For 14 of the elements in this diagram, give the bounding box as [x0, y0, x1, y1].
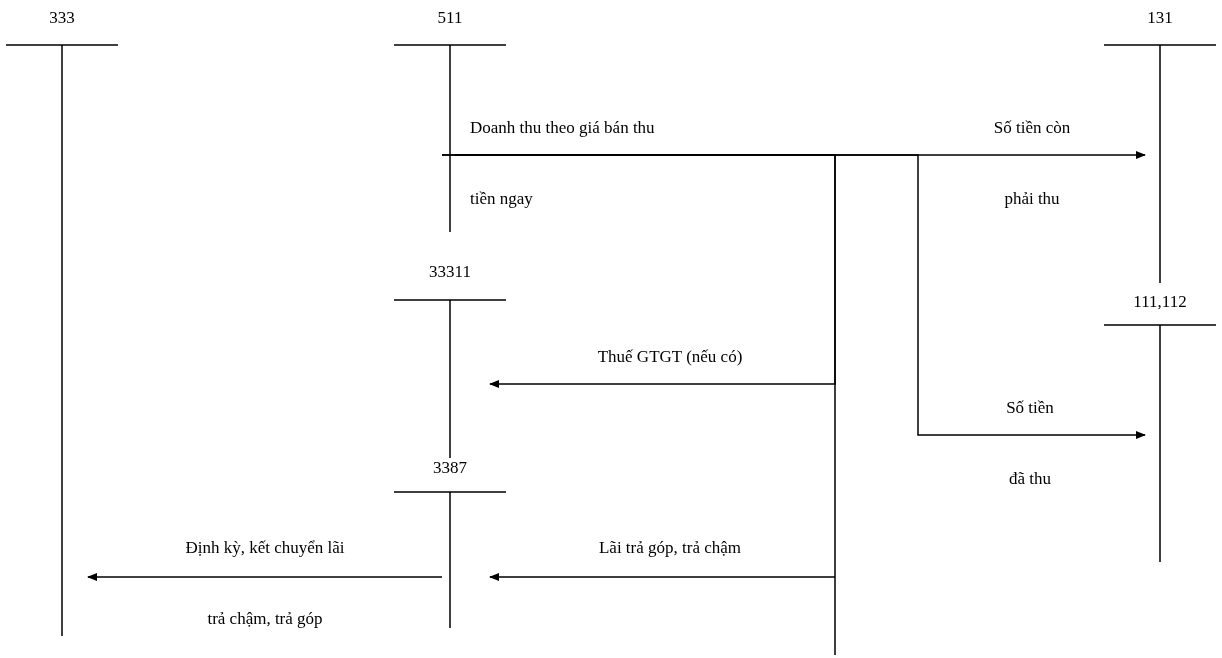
edge-label: Định kỳ, kết chuyển lãi trả chậm, trả góp: [184, 537, 346, 630]
edge-label: Lãi trả góp, trả chậm: [597, 537, 743, 559]
account-number: 511: [436, 7, 464, 29]
edge-label: Số tiền đã thu: [1005, 397, 1055, 490]
edge-label: Thuế GTGT (nếu có): [596, 346, 744, 368]
account-number: 111,112: [1132, 291, 1188, 313]
account-number: 131: [1146, 7, 1174, 29]
account-number: 33311: [428, 261, 472, 283]
account-number: 3387: [432, 457, 468, 479]
account-number: 333: [48, 7, 76, 29]
arrow: [87, 573, 443, 581]
edge-label: Số tiền còn phải thu: [992, 117, 1072, 210]
flow-note: Doanh thu theo giá bán thu tiền ngay: [470, 117, 656, 210]
arrow: [441, 154, 836, 656]
